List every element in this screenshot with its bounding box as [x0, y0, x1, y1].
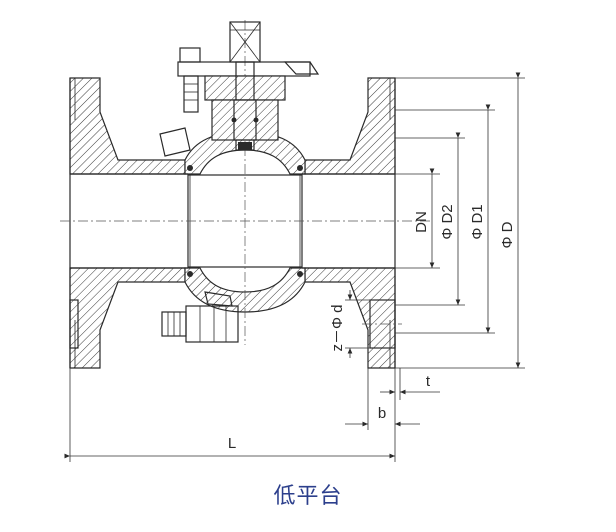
dim-label-d: Φ D [499, 221, 516, 248]
dim-label-d1: Φ D1 [469, 204, 486, 239]
left-flange-upper [69, 77, 186, 175]
dim-label-bolt: z－Φ d [329, 305, 346, 352]
dim-label-t: t [426, 373, 431, 390]
dim-label-d2: Φ D2 [439, 204, 456, 239]
top-flange-plate [177, 61, 311, 77]
bolt-hole-left [69, 299, 79, 349]
dim-label-l: L [228, 435, 236, 452]
bonnet [211, 99, 279, 141]
gland [204, 75, 286, 101]
right-flange-upper [304, 77, 396, 175]
dim-label-dn: DN [413, 211, 430, 233]
bottom-nut [185, 305, 239, 343]
dim-label-b: b [378, 405, 386, 422]
drawing-caption: 低平台 [273, 484, 343, 509]
top-bolt [179, 47, 201, 63]
